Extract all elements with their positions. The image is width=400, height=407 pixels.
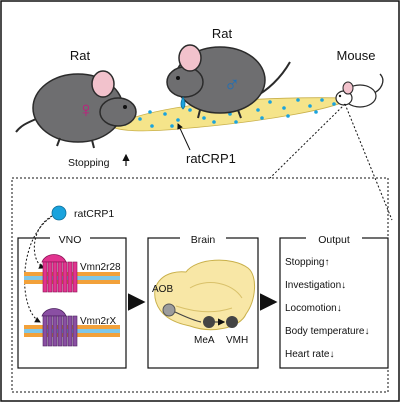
trail-dot: [256, 108, 260, 112]
output-item: Stopping↑: [285, 257, 329, 268]
vmh-label: VMH: [226, 335, 248, 346]
trail-dot: [282, 106, 286, 110]
output-item: Body temperature↓: [285, 326, 370, 337]
ratcrp1-dot-icon: [51, 205, 67, 221]
mouse-label: Mouse: [336, 48, 375, 63]
trail-dot: [314, 110, 318, 114]
zoom-lines: [269, 103, 393, 221]
brain-title: Brain: [191, 234, 216, 246]
trail-dot: [308, 104, 312, 108]
aob-node: [162, 303, 176, 317]
binding-arrow-2: [24, 217, 51, 323]
receptor-1-label: Vmn2r28: [80, 262, 121, 273]
mea-node: [203, 316, 215, 328]
protein-pointer: [177, 123, 191, 151]
output-item: Heart rate↓: [285, 349, 334, 360]
trail-dot: [163, 112, 167, 116]
down-arrow-icon: ↓: [337, 303, 342, 314]
down-arrow-icon: ↓: [365, 326, 370, 337]
mouse-illustration: [335, 73, 384, 108]
trail-dot: [212, 120, 216, 124]
trail-dot: [176, 118, 180, 122]
protein-label: ratCRP1: [186, 151, 236, 166]
vmh-node: [226, 316, 238, 328]
vmn2rx-receptor-icon: [41, 308, 78, 347]
trail-dot: [170, 124, 174, 128]
output-item: Investigation↓: [285, 280, 346, 291]
female-symbol: ♀: [78, 97, 95, 122]
trail-dot: [188, 108, 192, 112]
rat-male-label: Rat: [212, 26, 233, 41]
binding-arrow-1: [33, 215, 53, 269]
trail-dot: [138, 117, 142, 121]
female-rat-illustration: [15, 70, 137, 149]
up-arrow-icon: ↑: [324, 257, 329, 268]
trail-dot: [150, 124, 154, 128]
male-symbol: ♂: [224, 72, 241, 97]
vno-title: VNO: [59, 234, 82, 246]
legend-label: ratCRP1: [74, 208, 114, 220]
trail-dot: [148, 110, 152, 114]
trail-dot: [320, 98, 324, 102]
trail-dot: [332, 102, 336, 106]
male-rat-illustration: [166, 44, 291, 119]
output-item: Locomotion↓: [285, 303, 342, 314]
trail-dot: [296, 98, 300, 102]
down-arrow-icon: ↓: [341, 280, 346, 291]
vno-box: [17, 237, 127, 369]
vmn2r28-receptor-icon: [41, 254, 78, 293]
output-title: Output: [318, 234, 350, 246]
stopping-label: Stopping: [68, 157, 110, 169]
aob-to-mea-path: [174, 311, 202, 323]
down-arrow-icon: ↓: [329, 349, 334, 360]
receptor-2-label: Vmn2rX: [80, 316, 116, 327]
brain-illustration: [154, 259, 255, 331]
trail-dots: [123, 98, 336, 128]
rat-female-label: Rat: [70, 48, 91, 63]
aob-label: AOB: [152, 284, 173, 295]
trail-dot: [234, 120, 238, 124]
detail-panel: [11, 177, 389, 393]
trail-dot: [268, 100, 272, 104]
trail-dot: [286, 114, 290, 118]
trail-dot: [260, 116, 264, 120]
mea-label: MeA: [194, 335, 215, 346]
output-list: Stopping↑ Investigation↓ Locomotion↓ Body t…: [285, 257, 370, 360]
trail-dot: [202, 116, 206, 120]
